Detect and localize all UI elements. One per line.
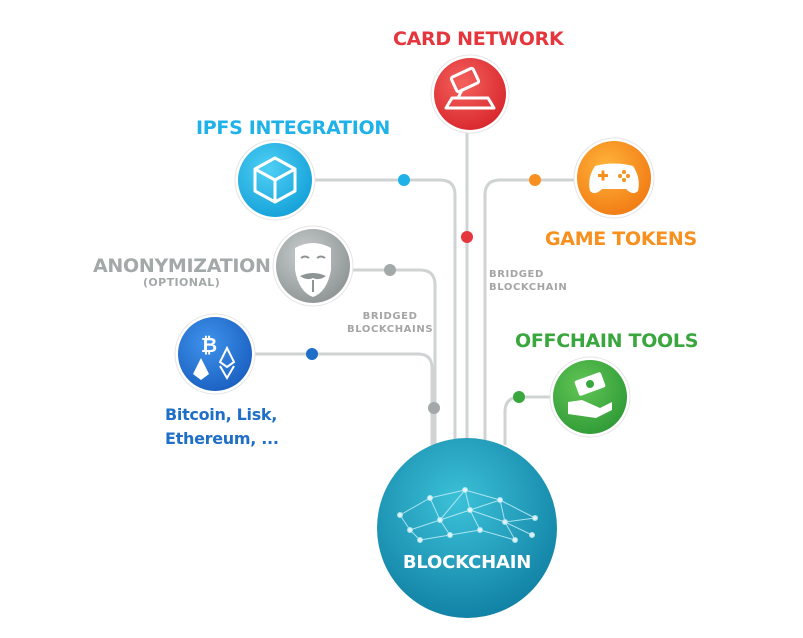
connector-dot-green <box>513 391 525 403</box>
bridged-blockchains-label: BRIDGED BLOCKCHAINS <box>347 310 433 336</box>
ipfs-integration-label: IPFS INTEGRATION <box>196 117 390 139</box>
card-network-node <box>430 54 510 134</box>
connector-dot-orange <box>529 174 541 186</box>
bitcoin-ethereum-icon: ₿ <box>193 333 236 380</box>
coins-label-line-2: Ethereum, ... <box>165 429 279 448</box>
connector-dot-red <box>461 231 473 243</box>
svg-text:₿: ₿ <box>201 333 217 357</box>
offchain-tools-label: OFFCHAIN TOOLS <box>515 330 699 352</box>
connector-game-tokens <box>483 178 580 440</box>
game-tokens-label: GAME TOKENS <box>545 228 697 250</box>
offchain-tools-node <box>549 356 631 438</box>
blockchain-label: BLOCKCHAIN <box>402 552 532 573</box>
guy-fawkes-mask-icon <box>295 243 331 297</box>
bridged-blockchains-line-1: BRIDGED <box>362 311 418 322</box>
connector-dot-grey-lower <box>428 402 440 414</box>
card-terminal-icon <box>444 66 496 110</box>
network-mesh-icon <box>397 487 538 543</box>
connector-coins <box>255 352 434 448</box>
card-network-label: CARD NETWORK <box>393 28 564 50</box>
bridged-blockchain-line-1: BRIDGED <box>489 269 544 280</box>
connector-offchain <box>503 395 555 445</box>
coins-label: Bitcoin, Lisk, Ethereum, ... <box>165 403 279 451</box>
connector-dot-cyan <box>398 174 410 186</box>
coins-label-line-1: Bitcoin, Lisk, <box>165 405 278 424</box>
ipfs-node <box>234 139 316 221</box>
bridged-blockchain-label: BRIDGED BLOCKCHAIN <box>489 268 567 294</box>
connector-dot-grey <box>384 264 396 276</box>
coins-node: ₿ <box>174 313 256 395</box>
bridged-blockchain-line-2: BLOCKCHAIN <box>489 282 568 293</box>
connector-anonymization <box>350 268 437 445</box>
anonymization-sublabel: (OPTIONAL) <box>143 276 221 289</box>
connector-ipfs <box>315 178 457 440</box>
bridged-blockchains-line-2: BLOCKCHAINS <box>347 324 434 335</box>
cube-icon <box>253 156 297 204</box>
blockchain-node <box>377 438 557 618</box>
game-tokens-node <box>573 137 655 219</box>
connector-dot-blue <box>306 348 318 360</box>
gamepad-icon <box>589 163 639 194</box>
anonymization-node <box>272 225 354 307</box>
anonymization-label: ANONYMIZATION <box>93 255 271 277</box>
cash-hand-icon <box>568 372 612 418</box>
